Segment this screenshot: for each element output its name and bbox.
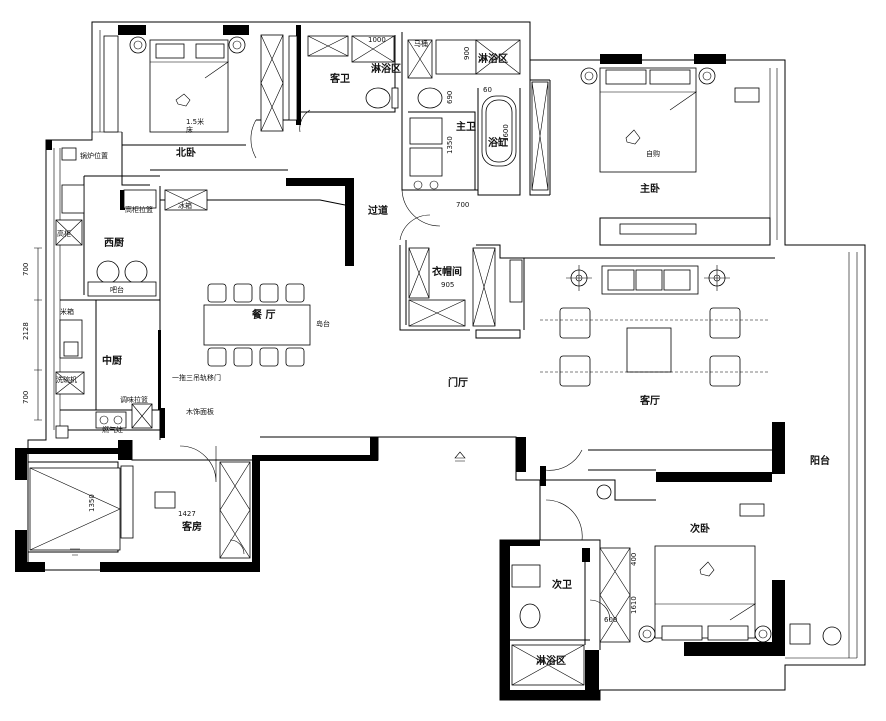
label-master-bedroom: 主卧 bbox=[640, 182, 660, 195]
label-second-bath: 次卫 bbox=[552, 578, 572, 591]
partitions bbox=[27, 32, 775, 650]
north-bed bbox=[149, 39, 229, 133]
label-dishwasher: 洗碗机 bbox=[56, 375, 77, 384]
label-western-kitchen: 西厨 bbox=[104, 237, 124, 249]
label-north-bedroom: 北卧 bbox=[176, 146, 196, 159]
dim-60: 60 bbox=[483, 86, 492, 94]
label-guest-room: 客房 bbox=[181, 520, 202, 533]
label-shower-3: 淋浴区 bbox=[536, 654, 566, 667]
dim-600: 600 bbox=[604, 616, 617, 624]
label-bar-counter: 吧台 bbox=[110, 285, 124, 294]
label-island: 岛台 bbox=[316, 319, 330, 328]
label-sliding-door: 一拖三吊轨移门 bbox=[172, 373, 221, 382]
dim-1610: 1610 bbox=[630, 596, 638, 614]
label-toilet-note: 马桶 bbox=[414, 39, 428, 48]
second-bed bbox=[654, 545, 757, 641]
label-spice-basket: 调味拉篮 bbox=[120, 395, 148, 404]
dim-left-2128: 2128 bbox=[22, 322, 30, 340]
label-bathtub: 浴缸 bbox=[488, 136, 508, 149]
label-living: 客厅 bbox=[639, 394, 660, 407]
dim-905: 905 bbox=[441, 281, 454, 289]
label-master-bath: 主卫 bbox=[456, 120, 476, 133]
label-tall-cabinet-2: 高柜 bbox=[57, 229, 71, 238]
label-pillow-note: 自购 bbox=[646, 149, 660, 158]
label-bed-size: 1.5米 bbox=[186, 117, 204, 126]
dim-left-700b: 700 bbox=[22, 391, 30, 404]
label-wood-panel: 木饰面板 bbox=[186, 407, 214, 416]
label-corridor: 过道 bbox=[368, 204, 388, 217]
label-fridge: 冰箱 bbox=[178, 201, 192, 210]
label-dining: 餐 厅 bbox=[251, 308, 275, 321]
master-bed bbox=[599, 67, 697, 173]
label-bed: 床 bbox=[186, 125, 193, 134]
dim-690: 690 bbox=[446, 91, 454, 104]
dim-900: 900 bbox=[463, 47, 471, 60]
dim-700-corridor: 700 bbox=[456, 201, 469, 209]
label-foyer: 门厅 bbox=[448, 376, 468, 389]
dim-1000: 1000 bbox=[368, 36, 386, 44]
label-rice-cabinet: 米箱 bbox=[60, 307, 74, 316]
dining-chairs bbox=[207, 283, 305, 367]
walls bbox=[15, 25, 785, 700]
dim-1350-guest: 1350 bbox=[88, 494, 96, 512]
dim-left-700a: 700 bbox=[22, 263, 30, 276]
label-boiler: 锅炉位置 bbox=[80, 151, 108, 160]
dim-400: 400 bbox=[630, 553, 638, 566]
label-walk-in-closet: 衣帽间 bbox=[432, 265, 462, 278]
dim-1600: 1600 bbox=[502, 124, 510, 142]
label-balcony: 阳台 bbox=[810, 454, 830, 467]
dim-1427: 1427 bbox=[178, 510, 196, 518]
label-second-bedroom: 次卧 bbox=[690, 522, 710, 535]
dim-1350-bath: 1350 bbox=[446, 136, 454, 154]
label-cooktop: 燃气灶 bbox=[102, 425, 123, 434]
label-chinese-kitchen: 中厨 bbox=[102, 354, 122, 367]
label-tall-cabinet-1: 高柜拉篮 bbox=[125, 205, 153, 214]
label-guest-bath: 客卫 bbox=[329, 72, 350, 85]
label-shower-2: 淋浴区 bbox=[478, 52, 508, 65]
label-shower-1: 淋浴区 bbox=[371, 62, 401, 75]
